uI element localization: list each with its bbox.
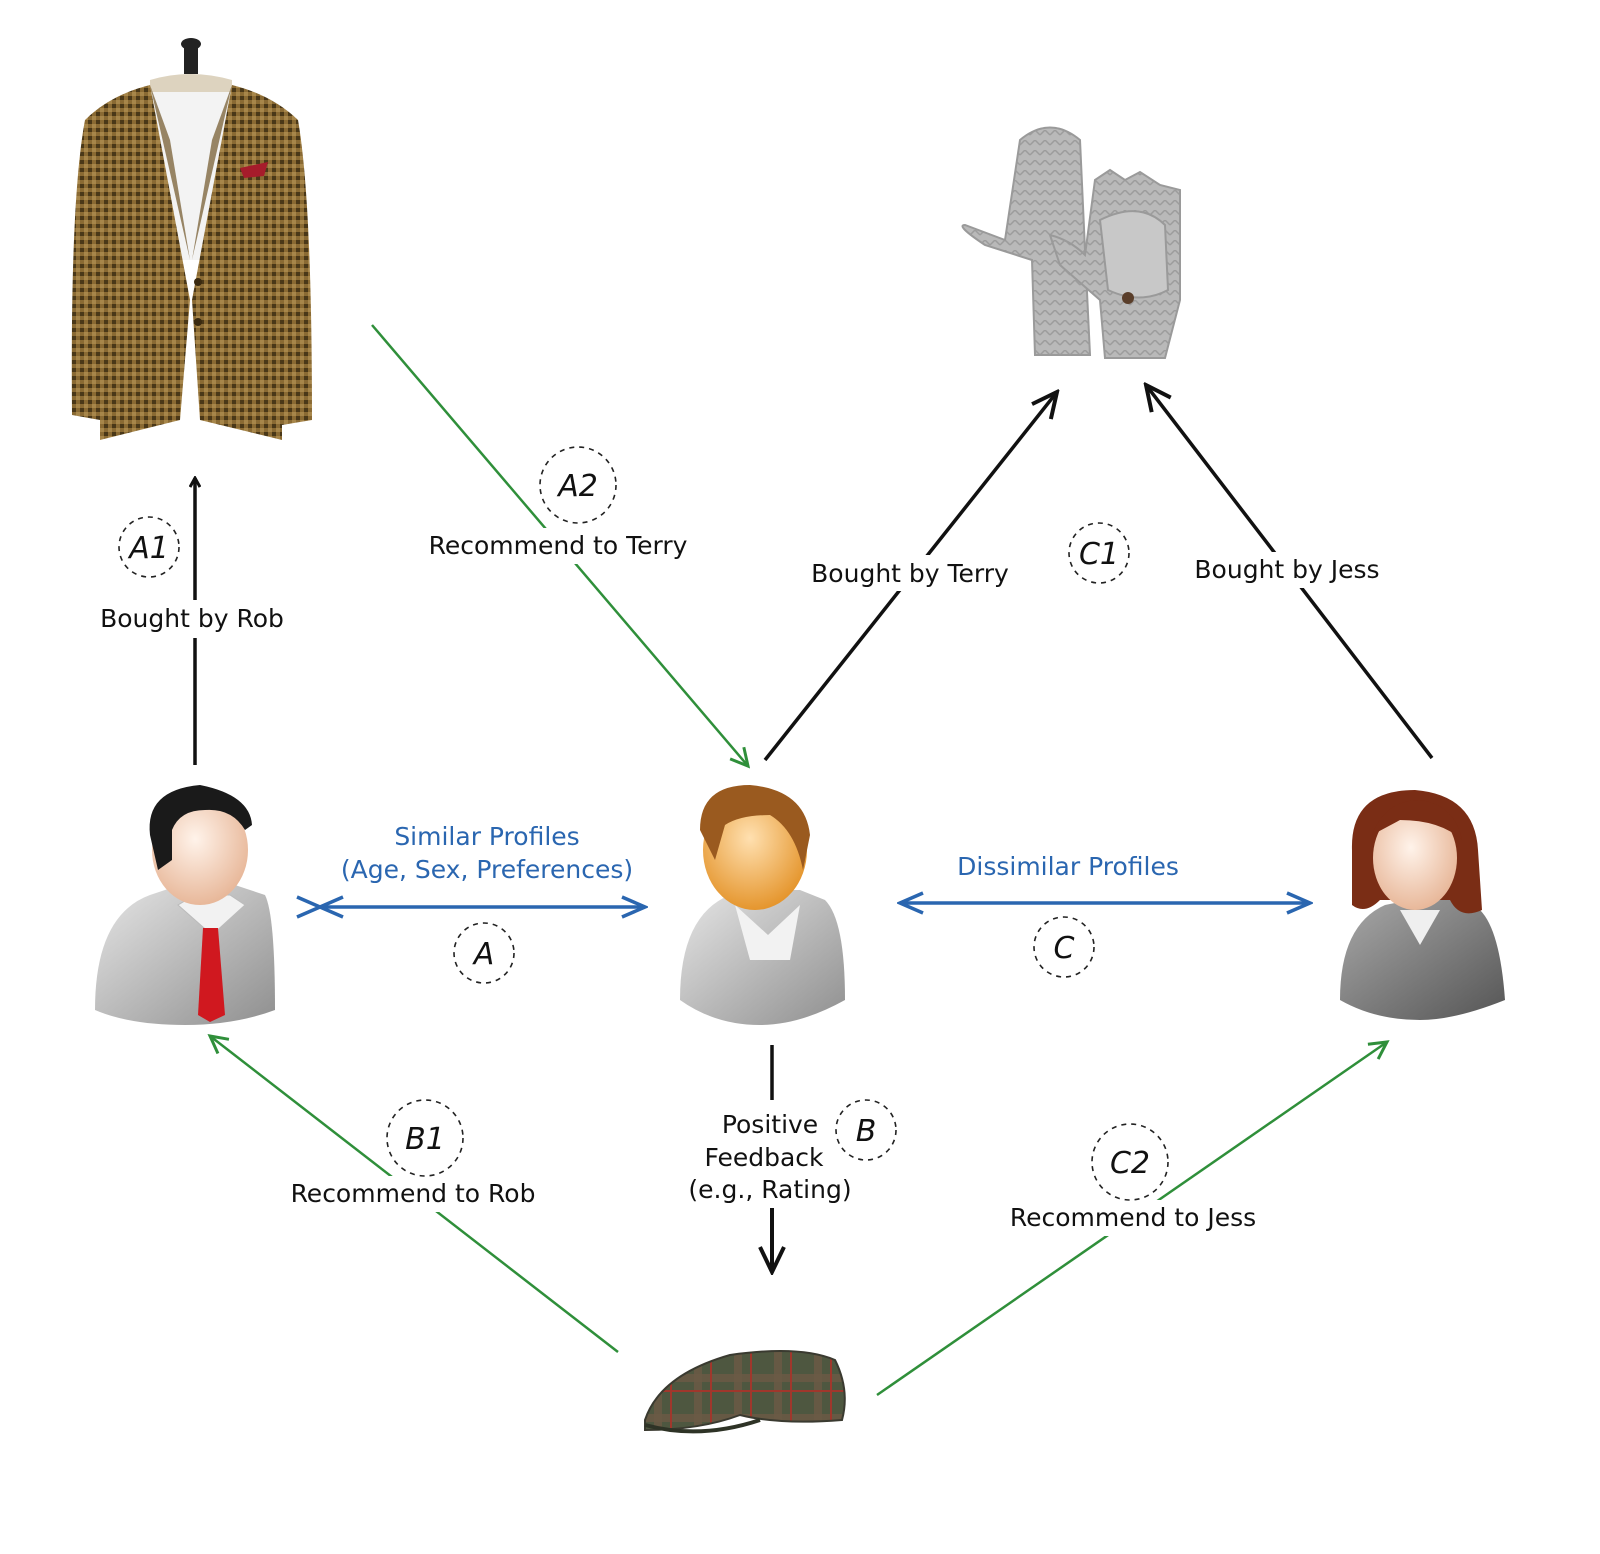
badge-a-text: A bbox=[472, 937, 495, 972]
badge-c: C bbox=[1033, 916, 1095, 978]
label-recommend-to-jess: Recommend to Jess bbox=[1010, 1203, 1256, 1232]
label-bought-by-jess: Bought by Jess bbox=[1194, 555, 1379, 584]
cap-image bbox=[644, 1350, 846, 1434]
label-similar-profiles: Similar Profiles bbox=[394, 822, 579, 851]
label-positive: Positive bbox=[722, 1110, 818, 1139]
user-jess-avatar bbox=[1340, 790, 1505, 1020]
badge-a1: A1 bbox=[118, 516, 180, 578]
label-feedback: Feedback bbox=[704, 1143, 824, 1172]
label-recommend-to-terry: Recommend to Terry bbox=[429, 531, 688, 560]
badge-c1-text: C1 bbox=[1079, 537, 1119, 572]
badge-a: A bbox=[453, 922, 515, 984]
badge-a2: A2 bbox=[539, 446, 617, 524]
badge-b1: B1 bbox=[386, 1099, 464, 1177]
badge-c2: C2 bbox=[1091, 1123, 1169, 1201]
label-rating: (e.g., Rating) bbox=[688, 1175, 851, 1204]
badge-b: B bbox=[835, 1099, 897, 1161]
user-rob-avatar bbox=[95, 785, 275, 1025]
badge-b1-text: B1 bbox=[405, 1122, 445, 1157]
badge-a1-text: A1 bbox=[127, 531, 169, 566]
label-bought-by-rob: Bought by Rob bbox=[100, 604, 284, 633]
label-recommend-to-rob: Recommend to Rob bbox=[291, 1179, 536, 1208]
user-terry-avatar bbox=[680, 785, 845, 1025]
badge-c1: C1 bbox=[1068, 522, 1130, 584]
label-bought-by-terry: Bought by Terry bbox=[811, 559, 1009, 588]
gloves-image bbox=[961, 126, 1181, 359]
badge-c2-text: C2 bbox=[1110, 1146, 1150, 1181]
label-dissimilar-profiles: Dissimilar Profiles bbox=[957, 852, 1179, 881]
label-similar-profiles-detail: (Age, Sex, Preferences) bbox=[341, 855, 633, 884]
jacket-image bbox=[71, 38, 312, 440]
badge-c-text: C bbox=[1054, 931, 1075, 966]
badge-b-text: B bbox=[856, 1114, 877, 1149]
badge-a2-text: A2 bbox=[556, 469, 598, 504]
